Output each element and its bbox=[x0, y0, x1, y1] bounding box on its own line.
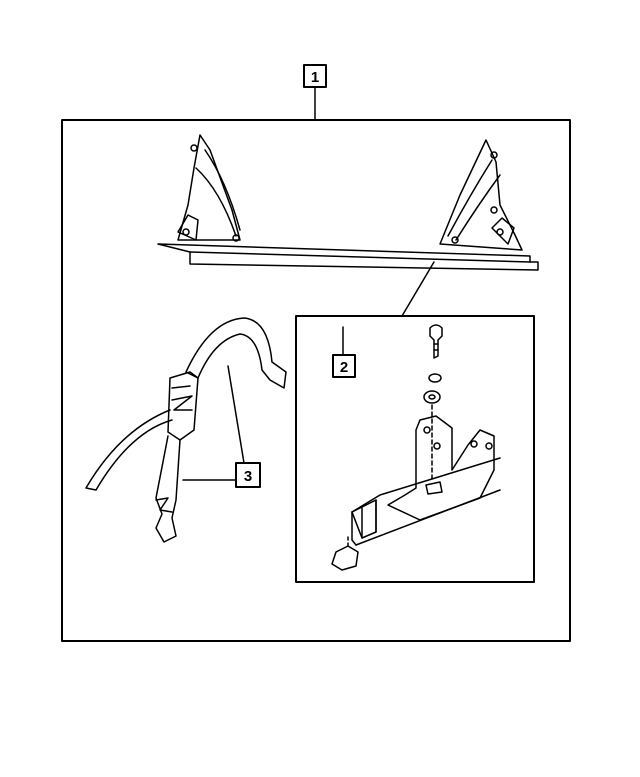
callout-3 bbox=[182, 365, 261, 488]
callout-3-number: 3 bbox=[244, 468, 252, 485]
callout-1-number: 1 bbox=[311, 69, 319, 86]
callout-2 bbox=[332, 326, 356, 378]
assembly-frame bbox=[61, 119, 571, 642]
detail-frame bbox=[295, 315, 535, 583]
detail-leader bbox=[401, 261, 435, 317]
washer bbox=[428, 373, 442, 383]
t-nut bbox=[331, 535, 359, 571]
strap-buckle bbox=[167, 371, 199, 441]
callout-1 bbox=[303, 64, 327, 121]
right-saddle bbox=[439, 139, 523, 251]
rail-bracket bbox=[387, 415, 495, 521]
callout-2-box bbox=[332, 354, 356, 378]
strap-band-lower bbox=[155, 435, 181, 543]
left-saddle bbox=[177, 134, 241, 241]
bolt bbox=[429, 324, 443, 359]
callout-2-number: 2 bbox=[340, 359, 348, 376]
strap-band-upper bbox=[185, 317, 287, 389]
crossbar-rail bbox=[157, 243, 539, 271]
strap bbox=[85, 317, 287, 543]
channel-rail bbox=[351, 457, 501, 546]
callout-3-box bbox=[235, 462, 261, 488]
strap-band-long bbox=[85, 409, 173, 491]
bracket-plate bbox=[387, 415, 495, 521]
nut bbox=[423, 390, 441, 404]
crossbar-assembly bbox=[157, 134, 539, 271]
callout-3-leader-a bbox=[227, 365, 245, 464]
bolt-stack bbox=[423, 324, 443, 481]
